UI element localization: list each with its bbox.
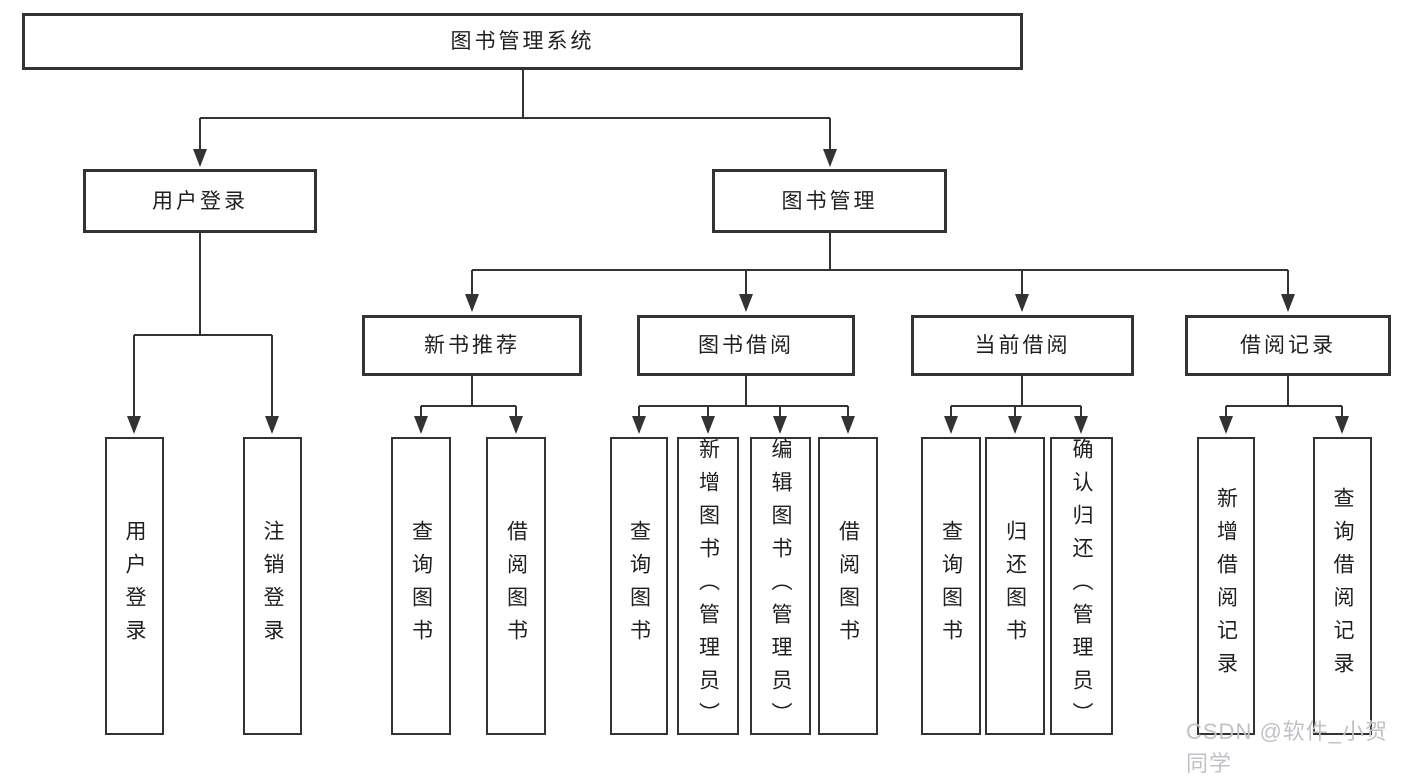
leaf-query-books-recommend: 查询图书 xyxy=(391,437,451,735)
leaf-query-books-borrowing-label: 查询图书 xyxy=(627,520,651,652)
node-new-book-recommend: 新书推荐 xyxy=(362,315,582,376)
edges-user-login xyxy=(127,233,279,434)
node-book-borrowing-label: 图书借阅 xyxy=(698,334,794,357)
node-current-borrowing-label: 当前借阅 xyxy=(974,334,1071,357)
leaf-borrow-books-borrowing-label: 借阅图书 xyxy=(836,520,860,652)
leaf-add-books-admin-label: 新增图书（管理员） xyxy=(696,437,720,735)
leaf-query-borrow-record-label: 查询借阅记录 xyxy=(1331,487,1354,685)
leaf-add-borrow-record: 新增借阅记录 xyxy=(1197,437,1255,735)
node-root: 图书管理系统 xyxy=(22,13,1023,70)
node-book-borrowing: 图书借阅 xyxy=(637,315,855,376)
edges-new-books xyxy=(414,376,523,434)
leaf-logout: 注销登录 xyxy=(243,437,302,735)
leaf-query-books-current: 查询图书 xyxy=(921,437,981,735)
leaf-add-borrow-record-label: 新增借阅记录 xyxy=(1214,487,1238,685)
edges-book-mgmt xyxy=(465,233,1295,312)
leaf-edit-books-admin: 编辑图书（管理员） xyxy=(750,437,811,735)
leaf-return-books-label: 归还图书 xyxy=(1003,520,1027,652)
node-current-borrowing: 当前借阅 xyxy=(911,315,1134,376)
leaf-add-books-admin: 新增图书（管理员） xyxy=(677,437,739,735)
leaf-query-books-current-label: 查询图书 xyxy=(939,520,963,652)
edges-borrow-records xyxy=(1219,376,1349,434)
edges-current-borrow xyxy=(944,376,1088,434)
edges-root-to-level2 xyxy=(193,69,837,167)
node-borrow-records: 借阅记录 xyxy=(1185,315,1391,376)
node-user-login: 用户登录 xyxy=(83,169,317,233)
node-root-label: 图书管理系统 xyxy=(450,30,595,53)
node-new-book-recommend-label: 新书推荐 xyxy=(424,334,520,357)
leaf-query-books-recommend-label: 查询图书 xyxy=(409,520,433,652)
leaf-user-login: 用户登录 xyxy=(105,437,164,735)
org-chart: 图书管理系统 用户登录 图书管理 新书推荐 图书借阅 当前借阅 借阅记录 用户登… xyxy=(22,13,1391,776)
node-book-management: 图书管理 xyxy=(712,169,947,233)
leaf-confirm-return-admin: 确认归还（管理员） xyxy=(1050,437,1113,735)
edges-borrowing xyxy=(632,376,855,434)
node-borrow-records-label: 借阅记录 xyxy=(1240,334,1336,357)
leaf-logout-label: 注销登录 xyxy=(261,520,284,652)
leaf-borrow-books-recommend-label: 借阅图书 xyxy=(504,520,528,652)
node-user-login-label: 用户登录 xyxy=(152,189,248,213)
leaf-borrow-books-recommend: 借阅图书 xyxy=(486,437,546,735)
leaf-confirm-return-admin-label: 确认归还（管理员） xyxy=(1070,437,1093,735)
connector-lines xyxy=(127,69,1349,434)
node-book-management-label: 图书管理 xyxy=(781,189,878,213)
leaf-edit-books-admin-label: 编辑图书（管理员） xyxy=(769,437,792,735)
leaf-return-books: 归还图书 xyxy=(985,437,1045,735)
leaf-borrow-books-borrowing: 借阅图书 xyxy=(818,437,878,735)
leaf-user-login-label: 用户登录 xyxy=(123,520,146,652)
leaf-query-books-borrowing: 查询图书 xyxy=(610,437,668,735)
watermark-text: CSDN @软件_小贺同学 xyxy=(1186,719,1389,776)
leaf-query-borrow-record: 查询借阅记录 xyxy=(1313,437,1372,735)
